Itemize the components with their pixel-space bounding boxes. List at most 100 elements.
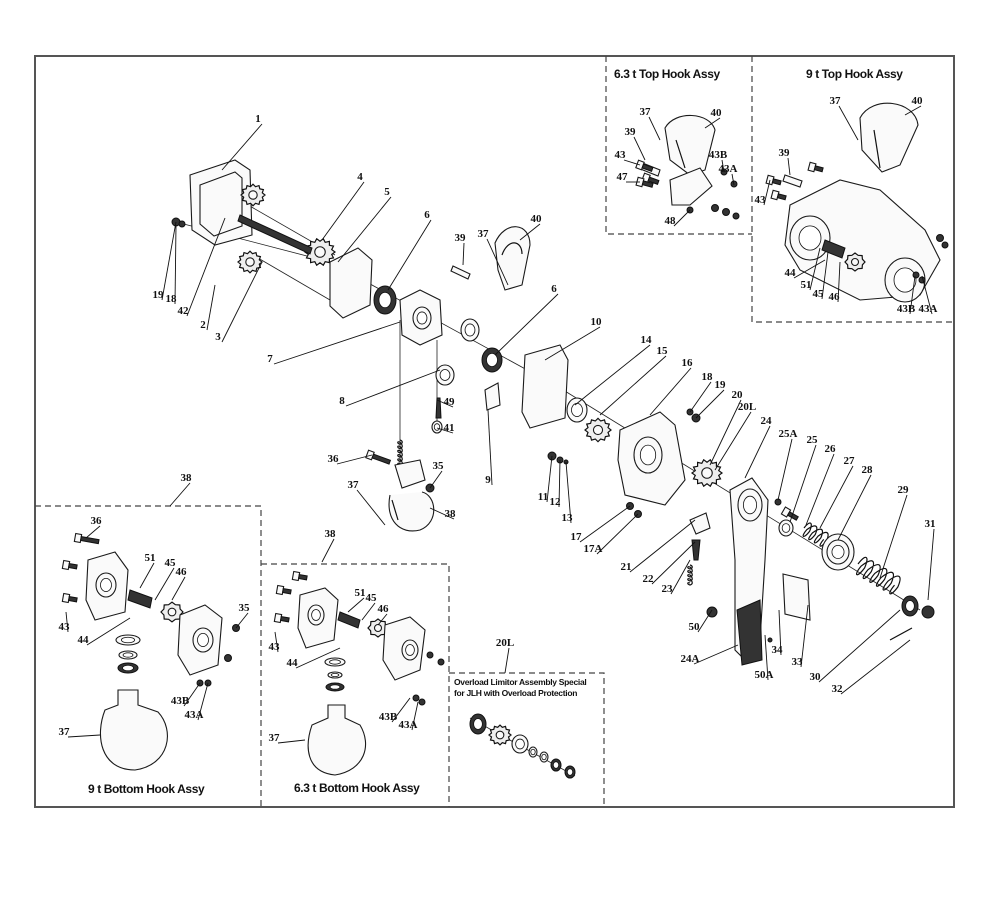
part-label-top_9-51: 51	[801, 279, 812, 291]
leader-bottom_63-38	[321, 538, 335, 563]
drive-shaft-3	[237, 214, 313, 255]
bottom-63-box	[261, 563, 450, 807]
overload-part-5	[539, 751, 549, 763]
overload-part-3	[511, 734, 529, 754]
leader-main-50	[697, 609, 713, 633]
part-label-main-38: 38	[445, 508, 457, 520]
part-label-main-22: 22	[643, 573, 655, 585]
leader-bottom_9-37	[67, 734, 101, 738]
leader-bottom_63-43A	[411, 701, 419, 731]
overload-title-line2: for JLH with Overload Protection	[454, 688, 577, 698]
leader-main-39	[462, 242, 465, 266]
outer-frame	[34, 55, 955, 808]
leader-main-10	[544, 326, 601, 361]
leader-top_9-46	[837, 261, 841, 303]
pin-39	[450, 265, 471, 280]
part-label-bottom_63-45: 45	[366, 592, 378, 604]
overload-part-1	[469, 713, 487, 735]
leader-main-20L	[714, 411, 752, 471]
leader-top_9-44	[793, 259, 826, 279]
brake-cover-opening	[633, 436, 663, 474]
stripper-9	[484, 382, 501, 411]
leader-main-2	[206, 284, 216, 331]
bottom-63-ring-3	[325, 682, 345, 692]
leader-top_9-37	[838, 105, 859, 141]
leader-top_9-43A	[921, 275, 933, 315]
leader-main-28	[837, 474, 872, 541]
assembly-axis	[257, 257, 331, 301]
leader-main-24A	[693, 644, 739, 665]
leader-main-41	[436, 427, 454, 434]
part-label-main-17: 17	[571, 531, 583, 543]
leader-bottom_9-38	[169, 482, 191, 507]
top-9-bolt-43b	[770, 189, 787, 201]
spring-27	[802, 522, 829, 547]
leader-main-9	[487, 409, 493, 486]
bottom-9-title: 9 t Bottom Hook Assy	[88, 782, 205, 796]
gear-4	[303, 237, 337, 267]
bottom-9-thrust-ring-3	[117, 662, 139, 674]
load-sheave-hub	[412, 306, 432, 330]
part-label-main-6a: 6	[424, 209, 430, 221]
handle-grip-24A	[736, 599, 763, 666]
leader-top_9-43B	[909, 275, 916, 315]
part-label-main-3: 3	[215, 331, 221, 343]
part-label-main-5: 5	[384, 186, 390, 198]
chain-49	[435, 397, 442, 419]
leader-top_63-39	[633, 136, 646, 161]
washer-18	[178, 220, 186, 228]
part-label-bottom_9-37: 37	[59, 726, 71, 738]
part-label-main-30: 30	[810, 671, 822, 683]
part-label-top_9-45: 45	[813, 288, 825, 300]
name-plate-33	[782, 573, 811, 621]
leader-main-37b	[486, 238, 509, 286]
leader-bottom_9-43A	[197, 682, 209, 721]
part-label-bottom_63-44: 44	[287, 657, 299, 669]
part-label-main-15: 15	[657, 345, 669, 357]
top-9-pin-39	[782, 174, 803, 188]
bottom-9-box	[35, 505, 262, 807]
leader-main-4	[321, 181, 365, 241]
leader-main-26	[805, 453, 835, 526]
part-label-main-37a: 37	[348, 479, 360, 491]
part-label-top_9-37: 37	[830, 95, 842, 107]
part-label-top_9-40: 40	[912, 95, 924, 107]
part-label-top_63-48: 48	[665, 215, 677, 227]
leader-top_63-43	[623, 159, 641, 166]
top-63-nut-3	[732, 212, 740, 220]
top-9-sheave-46	[844, 252, 866, 272]
bottom-63-roller-51	[337, 611, 361, 629]
bottom-9-bolt-36	[73, 532, 100, 545]
section-boxes	[35, 56, 954, 807]
part-label-bottom_9-44: 44	[78, 634, 90, 646]
overload-part-2	[488, 724, 512, 746]
bottom-9-thrust-ring-2	[118, 650, 138, 660]
top-9-right-cover	[884, 257, 926, 303]
part-label-bottom_63-38: 38	[325, 528, 337, 540]
part-label-main-32: 32	[832, 683, 844, 695]
part-label-main-24A: 24A	[681, 653, 700, 665]
part-label-bottom_9-35: 35	[239, 602, 251, 614]
leader-top_9-51	[809, 247, 821, 291]
leader-bottom_63-45	[361, 602, 376, 621]
part-label-bottom_63-43B: 43B	[379, 711, 398, 723]
top-9-title: 9 t Top Hook Assy	[806, 67, 903, 81]
bottom-63-nut-a	[426, 651, 434, 659]
leader-main-38	[429, 507, 455, 520]
part-label-top_9-43A: 43A	[919, 303, 938, 315]
top-63-hook-40	[664, 114, 716, 176]
part-label-main-42: 42	[178, 305, 190, 317]
roller-right	[460, 318, 480, 342]
part-label-top_9-43B: 43B	[897, 303, 916, 315]
hand-wheel-20	[690, 458, 724, 488]
bottom-63-right-hub	[401, 639, 419, 661]
part-label-main-20L: 20L	[738, 401, 756, 413]
bottom-63-nut-43B	[412, 694, 420, 702]
leader-main-18b	[689, 381, 712, 413]
leader-main-32	[840, 639, 911, 695]
part-label-main-40: 40	[531, 213, 543, 225]
top-63-nut-2	[722, 208, 730, 216]
leader-main-42	[186, 217, 226, 317]
